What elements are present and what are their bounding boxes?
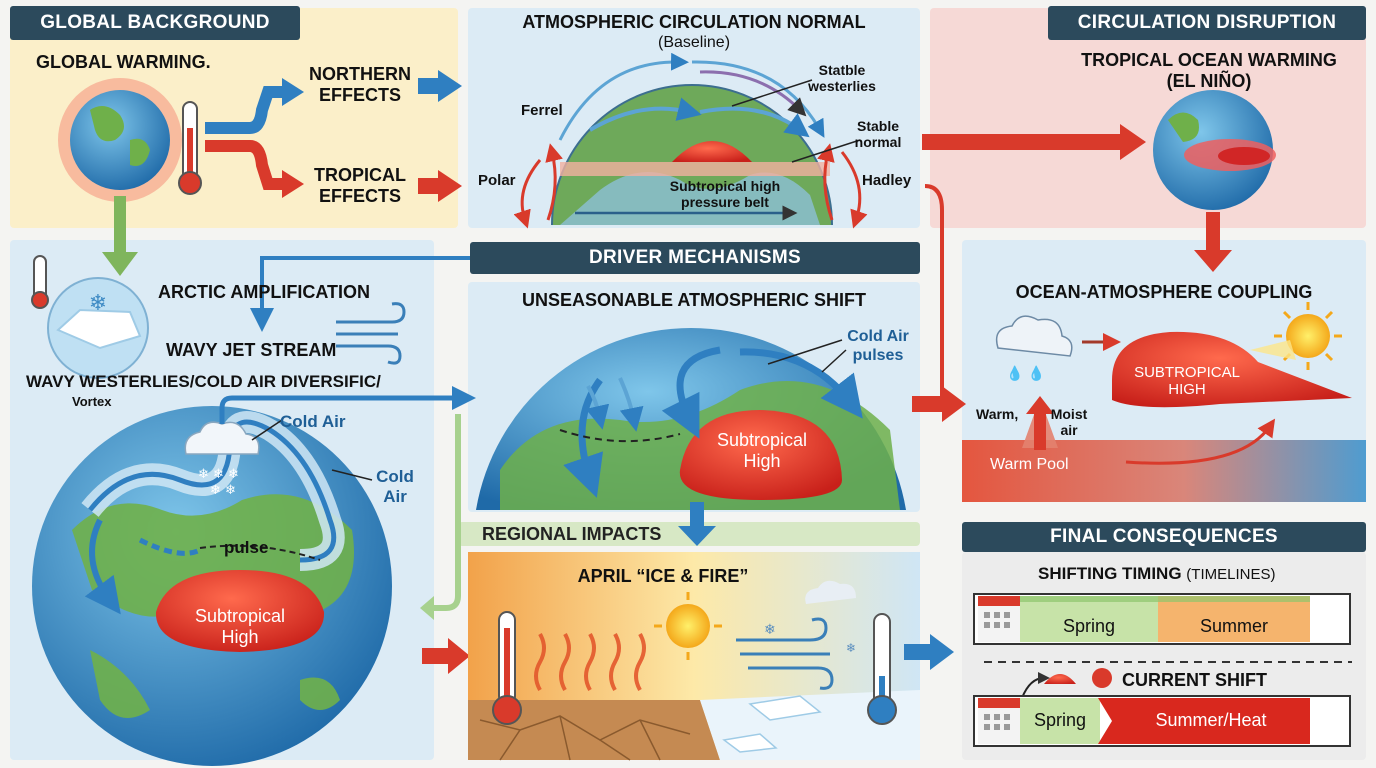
svg-text:❄ ❄: ❄ ❄ — [210, 483, 236, 498]
warm-pool-label: Warm Pool — [990, 456, 1069, 473]
earth-land — [90, 106, 150, 166]
svg-text:💧 💧: 💧 💧 — [1006, 365, 1045, 382]
moist-air-label: Moist air — [1050, 406, 1088, 438]
summer-label: Summer — [1199, 616, 1268, 636]
summer-bar — [1158, 596, 1310, 642]
timelines-text: (TIMELINES) — [1186, 566, 1276, 583]
summer-heat-label: Summer/Heat — [1155, 710, 1267, 730]
regional-sun-icon — [666, 604, 710, 648]
stable-normal-label: Stable normal — [854, 118, 902, 150]
green-down-arrow — [102, 196, 138, 276]
disruption-arrow — [922, 124, 1146, 160]
circulation-disruption-panel — [930, 8, 1366, 228]
svg-text:❄: ❄ — [846, 641, 856, 655]
wavy-jet-label: WAVY JET STREAM — [166, 340, 337, 360]
driver-title: UNSEASONABLE ATMOSPHERIC SHIFT — [521, 290, 866, 310]
driver-high-label: Subtropical High — [716, 430, 808, 471]
wavy-westerlies-label: WAVY WESTERLIES/COLD AIR DIVERSIFIC/ — [26, 372, 381, 391]
tropical-arrow — [282, 170, 304, 198]
stable-westerlies-label: Statble westerlies — [808, 62, 876, 94]
arctic-high-label: Subtropical High — [194, 606, 286, 647]
shifting-timing-label: SHIFTING TIMING (TIMELINES) — [1038, 564, 1275, 584]
subtropical-high-belt-label: Subtropical high pressure belt — [669, 178, 781, 210]
subtropical-high-normal — [672, 141, 752, 162]
tropical-effects-label: TROPICAL EFFECTS — [314, 165, 406, 206]
arctic-subtropical-high — [155, 570, 325, 652]
mini-heat-icon — [1092, 668, 1112, 688]
pulse-label: pulse — [224, 538, 269, 557]
svg-text:❄: ❄ — [89, 291, 107, 316]
header-final-consequences: FINAL CONSEQUENCES — [962, 522, 1366, 552]
ocean-surface — [962, 440, 1366, 502]
coupling-subtropical-high — [1112, 331, 1352, 408]
svg-text:❄ ❄ ❄: ❄ ❄ ❄ — [198, 467, 239, 482]
header-circulation-disruption: CIRCULATION DISRUPTION — [1048, 6, 1366, 40]
ice-fire-title: APRIL “ICE & FIRE” — [577, 566, 749, 586]
current-shift-label: CURRENT SHIFT — [1122, 670, 1267, 690]
northern-effects-label: NORTHERN EFFECTS — [309, 64, 411, 105]
circulation-normal-subtitle: (Baseline) — [657, 34, 731, 51]
vortex-label: Vortex — [72, 394, 112, 409]
rain-cloud-icon — [995, 315, 1073, 357]
header-regional-impacts: REGIONAL IMPACTS — [482, 524, 662, 544]
driver-subtropical-high — [679, 410, 842, 500]
arctic-amplification-label: ARCTIC AMPLIFICATION — [158, 282, 370, 302]
earth-icon — [70, 90, 170, 190]
hadley-label: Hadley — [862, 172, 912, 189]
northern-arrow — [282, 78, 304, 106]
spring-label-current: Spring — [1033, 710, 1087, 730]
spring-bar-current — [1020, 698, 1100, 744]
polar-label: Polar — [478, 172, 516, 189]
spring-label: Spring — [1062, 616, 1116, 636]
global-warming-title: GLOBAL WARMING. — [36, 52, 211, 72]
summer-heat-bar — [1098, 698, 1310, 744]
circulation-normal-title: ATMOSPHERIC CIRCULATION NORMAL — [522, 12, 866, 32]
header-global-background: GLOBAL BACKGROUND — [10, 6, 300, 40]
coupling-high-label: SUBTROPICAL HIGH — [1134, 364, 1240, 398]
sun-icon — [1286, 314, 1330, 358]
cold-air-label-1: Cold Air — [280, 412, 346, 431]
header-driver-mechanisms: DRIVER MECHANISMS — [470, 242, 920, 274]
cold-pulses-label: Cold Air pulses — [847, 328, 909, 364]
el-nino-title: TROPICAL OCEAN WARMING (EL NIÑO) — [1081, 50, 1337, 91]
shifting-timing-text: SHIFTING TIMING — [1038, 564, 1182, 583]
coupling-title: OCEAN-ATMOSPHERE COUPLING — [1015, 282, 1313, 302]
svg-text:❄: ❄ — [764, 622, 776, 638]
cold-air-label-2: Cold Air — [376, 467, 414, 506]
spring-bar — [1020, 596, 1158, 642]
ferrel-label: Ferrel — [521, 102, 563, 119]
warm-label: Warm, — [976, 406, 1019, 422]
mini-high-icon — [1044, 674, 1076, 684]
